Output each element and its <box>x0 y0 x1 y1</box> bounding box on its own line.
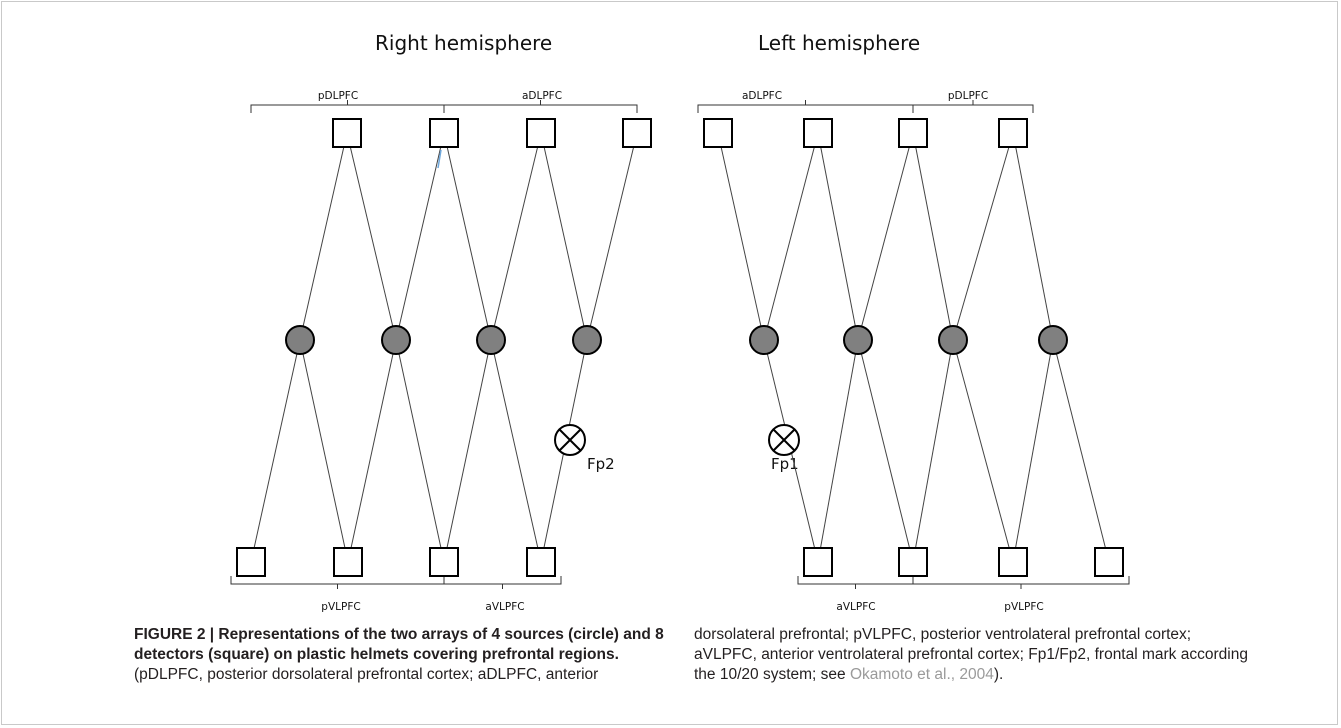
right-detector-square <box>622 118 652 148</box>
right-bottom-region-label-1: pVLPFC <box>321 601 360 613</box>
caption-right-column: dorsolateral prefrontal; pVLPFC, posteri… <box>694 625 1254 685</box>
caption-text-part2: dorsolateral prefrontal; pVLPFC, posteri… <box>694 626 1248 683</box>
left-channel-line <box>952 339 1014 563</box>
left-channel-line <box>1012 339 1054 563</box>
left-source-circle <box>749 325 779 355</box>
caption-text-part1: (pDLPFC, posterior dorsolateral prefront… <box>134 666 599 683</box>
left-bottom-bracket <box>912 576 1130 589</box>
accent-tick-mark <box>437 149 442 169</box>
right-source-circle <box>285 325 315 355</box>
right-detector-square <box>236 547 266 577</box>
left-channel-line <box>912 339 954 563</box>
left-channel-line <box>817 339 859 563</box>
left-channel-line <box>763 132 819 341</box>
left-source-circle <box>1038 325 1068 355</box>
right-detector-square <box>429 547 459 577</box>
channel-lines <box>250 132 1110 563</box>
left-channel-line <box>1052 339 1110 563</box>
left-top-bracket <box>912 100 1034 113</box>
caption-text-end: ). <box>993 666 1004 683</box>
right-source-circle <box>476 325 506 355</box>
fp2-label: Fp2 <box>587 455 615 473</box>
left-detector-square <box>998 547 1028 577</box>
reference-link[interactable]: Okamoto et al., 2004 <box>849 666 994 683</box>
left-bottom-region-label-2: pVLPFC <box>1004 601 1043 613</box>
left-bottom-bracket <box>797 576 914 589</box>
right-source-circle <box>572 325 602 355</box>
left-top-region-label-2: pDLPFC <box>948 90 988 102</box>
right-channel-line <box>443 339 492 563</box>
left-detector-square <box>898 118 928 148</box>
right-hemisphere-title: Right hemisphere <box>375 31 552 55</box>
right-channel-line <box>443 132 492 341</box>
left-channel-line <box>857 339 914 563</box>
region-brackets <box>230 100 1130 589</box>
left-channel-line <box>817 132 859 341</box>
left-hemisphere-title: Left hemisphere <box>758 31 920 55</box>
right-channel-line <box>395 339 445 563</box>
right-top-region-label-2: aDLPFC <box>522 90 562 102</box>
left-channel-line <box>912 132 954 341</box>
right-detector-square <box>333 547 363 577</box>
right-bottom-bracket <box>443 576 562 589</box>
right-channel-line <box>490 339 542 563</box>
right-top-bracket <box>250 100 445 113</box>
optode-array-diagram: Right hemisphere Left hemisphere pDLPFC … <box>230 31 1130 613</box>
right-top-region-label-1: pDLPFC <box>318 90 358 102</box>
right-channel-line <box>299 132 348 341</box>
left-detector-square <box>898 547 928 577</box>
left-detector-square <box>1094 547 1124 577</box>
left-channel-line <box>857 132 914 341</box>
left-channel-line <box>952 132 1014 341</box>
left-bottom-region-label-1: aVLPFC <box>836 601 875 613</box>
right-frontal-mark-cross <box>559 429 581 451</box>
right-channel-line <box>250 339 301 563</box>
right-channel-line <box>586 132 638 341</box>
right-channel-line <box>540 132 588 341</box>
left-top-bracket <box>697 100 914 113</box>
right-detector-square <box>332 118 362 148</box>
optode-nodes <box>236 118 1124 577</box>
right-top-bracket <box>443 100 638 113</box>
right-channel-line <box>395 132 445 341</box>
left-channel-line <box>1012 132 1054 341</box>
right-channel-line <box>490 132 542 341</box>
left-detector-square <box>803 118 833 148</box>
right-source-circle <box>381 325 411 355</box>
left-channel-line <box>717 132 765 341</box>
right-bottom-region-label-2: aVLPFC <box>485 601 524 613</box>
right-bottom-bracket <box>230 576 445 589</box>
right-channel-line <box>346 132 397 341</box>
right-detector-square <box>526 118 556 148</box>
caption-left-column: FIGURE 2 | Representations of the two ar… <box>134 625 674 685</box>
left-detector-square <box>998 118 1028 148</box>
right-detector-square <box>526 547 556 577</box>
left-detector-square <box>703 118 733 148</box>
left-top-region-label-1: aDLPFC <box>742 90 782 102</box>
right-channel-line <box>299 339 349 563</box>
left-source-circle <box>938 325 968 355</box>
figure-label: FIGURE 2 | Representations of the two ar… <box>134 626 664 663</box>
left-frontal-mark-cross <box>773 429 795 451</box>
right-detector-square <box>429 118 459 148</box>
fp1-label: Fp1 <box>771 455 799 473</box>
left-source-circle <box>843 325 873 355</box>
right-channel-line <box>347 339 397 563</box>
left-detector-square <box>803 547 833 577</box>
